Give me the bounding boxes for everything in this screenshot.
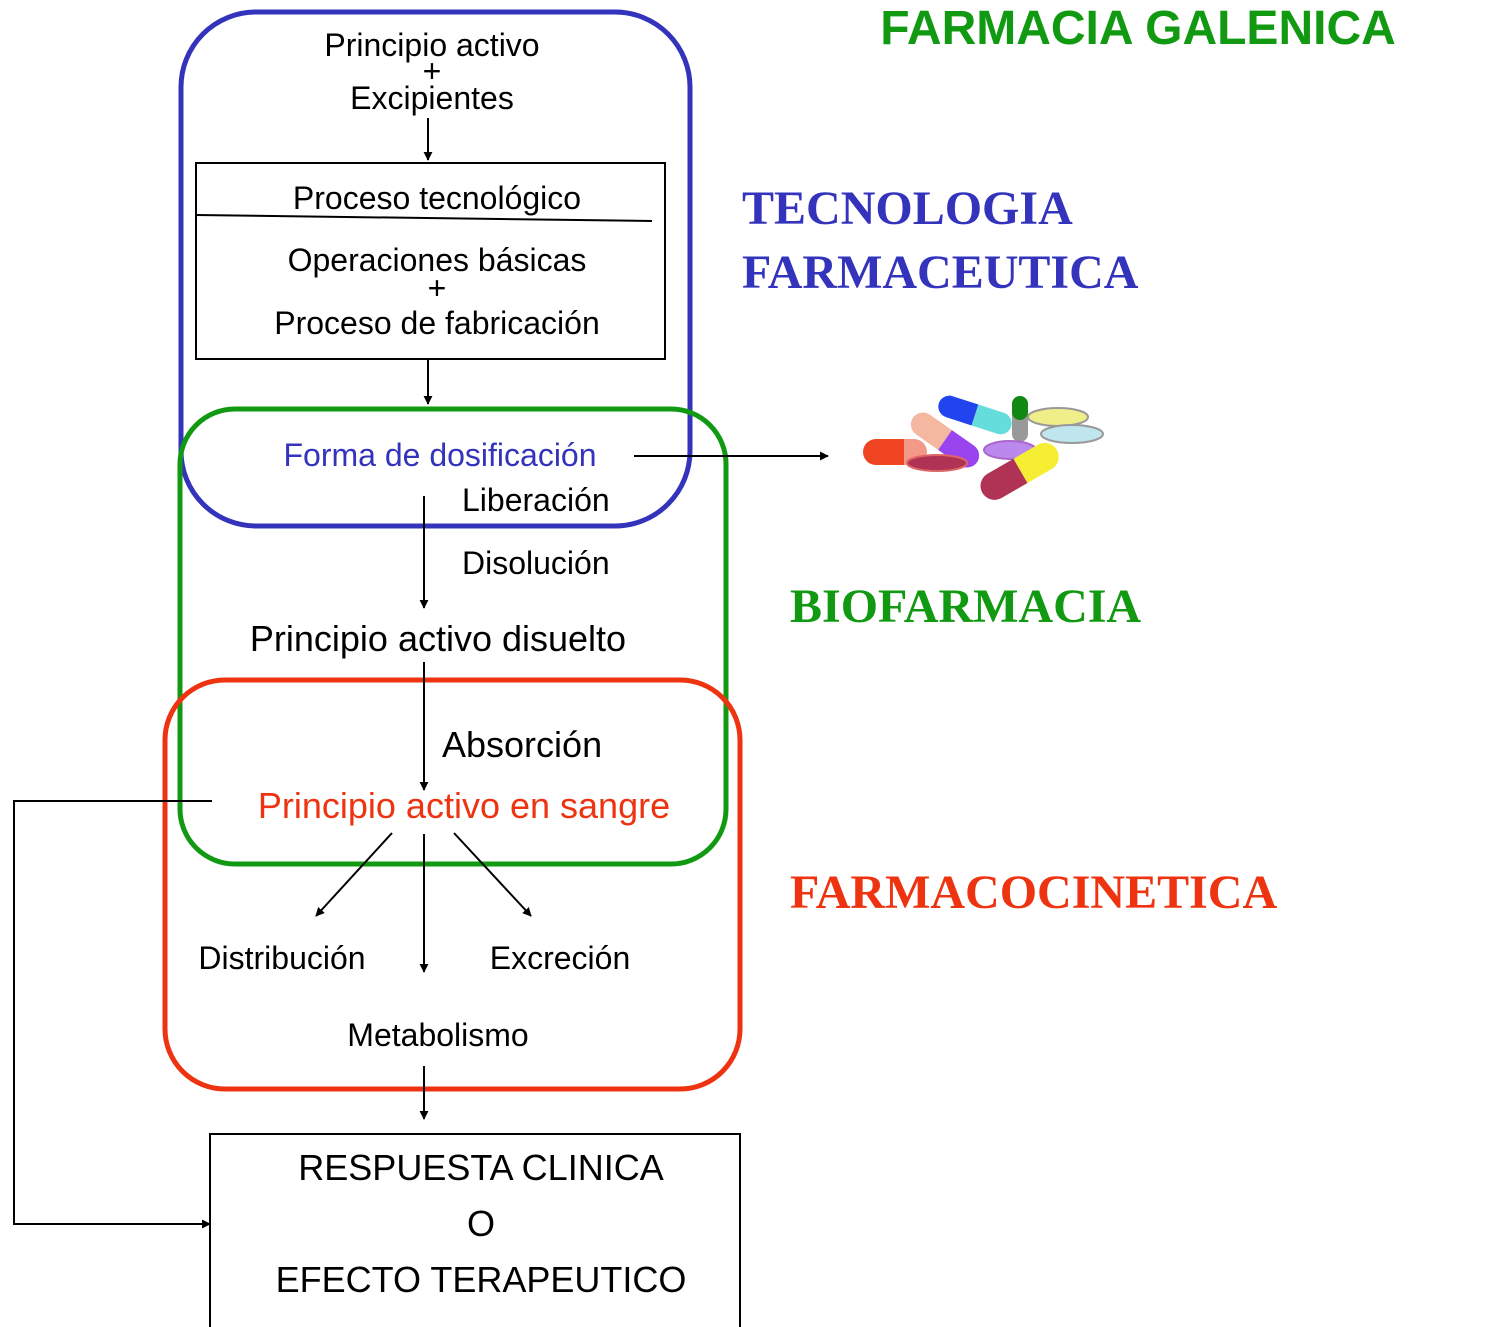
tecnologia-label-line2: FARMACEUTICA <box>742 246 1139 299</box>
metabolismo-label: Metabolismo <box>347 1017 528 1053</box>
distribucion-label: Distribución <box>198 940 365 976</box>
arrow-to-distribucion <box>315 832 393 917</box>
respuesta-line-1: RESPUESTA CLINICA <box>298 1147 663 1188</box>
principio-sangre-label: Principio activo en sangre <box>258 785 670 826</box>
respuesta-line-2: O <box>467 1203 495 1244</box>
proceso-tecnologico-label: Proceso tecnológico <box>293 180 581 216</box>
farmacocinetica-region-box <box>162 677 743 1092</box>
farmacocinetica-label: FARMACOCINETICA <box>790 866 1277 919</box>
liberacion-label: Liberación <box>462 482 610 518</box>
principio-activo-label: Principio activo <box>324 27 539 63</box>
biofarmacia-region-box <box>177 406 729 867</box>
proceso-tecnologico-box <box>195 162 666 360</box>
plus-sign-1: + <box>423 53 442 89</box>
principio-disuelto-label: Principio activo disuelto <box>250 618 626 659</box>
arrow-to-excrecion <box>453 832 532 917</box>
tecnologia-label-line1: TECNOLOGIA <box>742 182 1073 235</box>
proceso-divider-line <box>195 214 653 222</box>
operaciones-basicas-label: Operaciones básicas <box>288 242 587 278</box>
disolucion-label: Disolución <box>462 545 610 581</box>
proceso-fabricacion-label: Proceso de fabricación <box>274 305 600 341</box>
absorcion-label: Absorción <box>442 724 602 765</box>
tecnologia-region-box <box>178 9 693 529</box>
respuesta-clinica-box <box>209 1133 741 1327</box>
page-title: FARMACIA GALENICA <box>880 2 1396 55</box>
feedback-arrow-to-respuesta <box>13 800 212 1229</box>
excrecion-label: Excreción <box>490 940 631 976</box>
pills-icon <box>863 395 1104 500</box>
biofarmacia-label: BIOFARMACIA <box>790 580 1141 633</box>
excipientes-label: Excipientes <box>350 80 514 116</box>
forma-dosificacion-label: Forma de dosificación <box>283 437 596 473</box>
plus-sign-2: + <box>428 270 447 306</box>
respuesta-line-3: EFECTO TERAPEUTICO <box>276 1259 687 1300</box>
